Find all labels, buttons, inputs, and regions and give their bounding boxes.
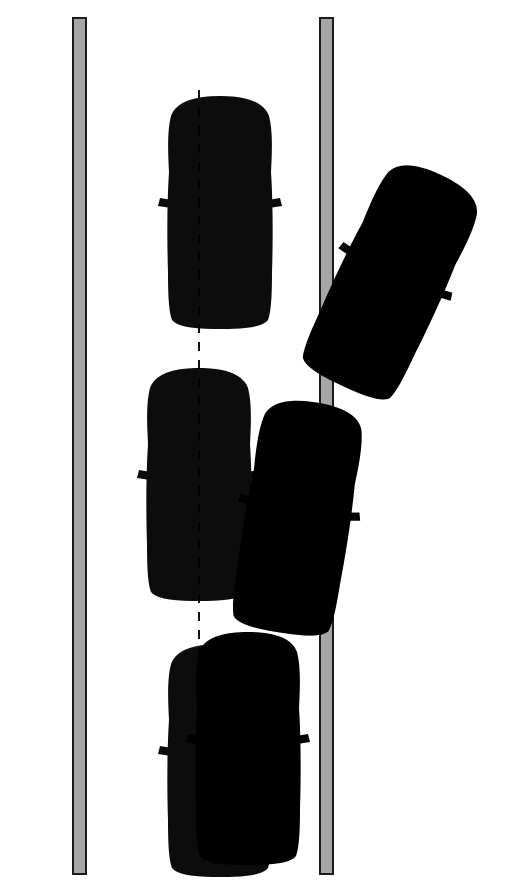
orange-car-bottom — [186, 632, 310, 865]
ghost-car-top — [158, 96, 282, 329]
left-barrier — [72, 17, 87, 875]
